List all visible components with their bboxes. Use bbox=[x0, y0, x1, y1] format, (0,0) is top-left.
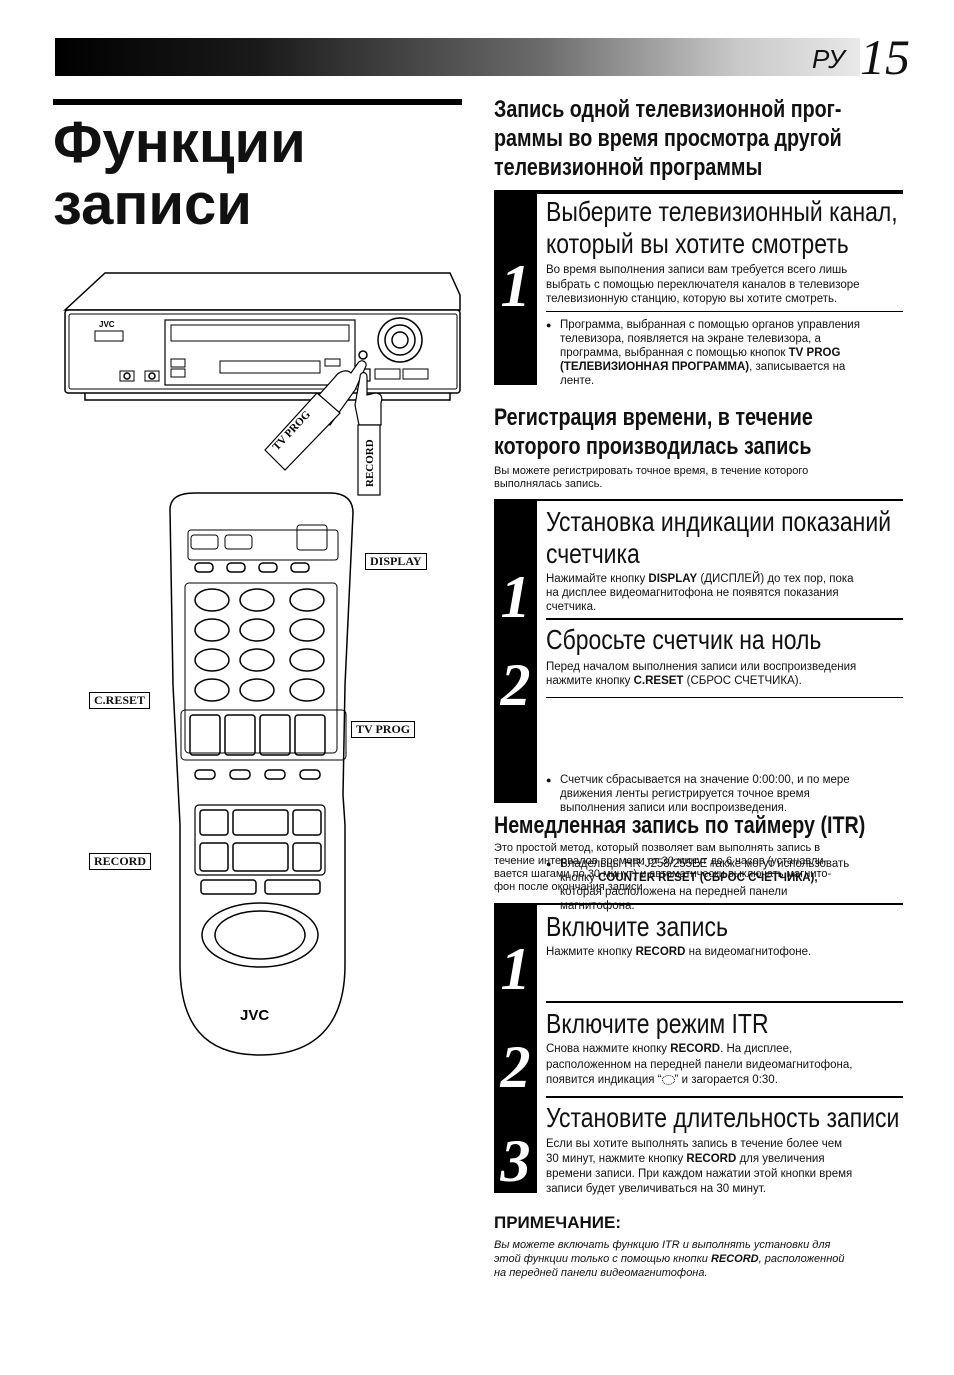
display-callout: DISPLAY bbox=[365, 553, 427, 570]
section3-step1-text: Нажмите кнопку RECORD на видеомагнитофон… bbox=[546, 946, 812, 958]
itr-indicator-icon bbox=[661, 1074, 675, 1085]
section3-heading: Немедленная запись по таймеру (ITR) bbox=[494, 812, 866, 839]
section2-step-rule bbox=[546, 618, 903, 620]
note-text: Вы можете включать функцию ITR и выполня… bbox=[494, 1239, 845, 1279]
section1-divider bbox=[546, 311, 903, 312]
step-number: 1 bbox=[500, 564, 531, 630]
page-number: 15 bbox=[860, 29, 910, 85]
language-code: РУ bbox=[812, 44, 845, 74]
section3-step1-title: Включите запись bbox=[546, 911, 728, 942]
section2-intro: Вы можете регистрировать точное время, в… bbox=[494, 465, 809, 490]
title-rule bbox=[53, 99, 462, 105]
section2-divider bbox=[546, 697, 903, 698]
section3-step3-text: Если вы хотите выполнять запись в течени… bbox=[546, 1138, 853, 1195]
step-number: 3 bbox=[500, 1128, 531, 1194]
section3-step2-text: Снова нажмите кнопку RECORD. На дисплее,… bbox=[546, 1043, 853, 1086]
note-heading: ПРИМЕЧАНИЕ: bbox=[494, 1213, 621, 1232]
section1-step1-title: Выберите телевизионный канал, который вы… bbox=[546, 196, 898, 259]
step-number: 2 bbox=[500, 652, 531, 718]
vcr-remote-illustration: JVC TV PROG RECORD bbox=[63, 272, 461, 1056]
section3-rule bbox=[494, 903, 903, 905]
section1-rule bbox=[494, 190, 903, 194]
section3-intro: Это простой метод, который позволяет вам… bbox=[494, 842, 832, 893]
record-vcr-label: RECORD bbox=[364, 439, 376, 487]
section2-step1-text: Нажимайте кнопку DISPLAY (ДИСПЛЕЙ) до те… bbox=[546, 573, 854, 613]
section1-step1-text: Во время выполнения записи вам требуется… bbox=[546, 264, 860, 305]
step-number: 1 bbox=[500, 936, 531, 1002]
step-number: 2 bbox=[500, 1034, 531, 1100]
vcr-brand-text: JVC bbox=[99, 320, 115, 329]
step-number: 1 bbox=[500, 253, 531, 319]
section3-step-rule-2 bbox=[546, 1096, 903, 1098]
vcr-record-hand: RECORD bbox=[354, 371, 383, 496]
remote-illustration: JVC bbox=[169, 492, 354, 1056]
section1-heading: Запись одной телевизионной прог- раммы в… bbox=[494, 96, 842, 181]
section1-step1-bar: 1 bbox=[494, 192, 537, 385]
vcr-illustration: JVC bbox=[63, 272, 461, 401]
c-reset-callout: C.RESET bbox=[89, 692, 151, 709]
remote-brand-text: JVC bbox=[240, 1007, 269, 1024]
section3-steps-bar: 1 2 3 bbox=[494, 905, 537, 1194]
section2-rule bbox=[494, 499, 903, 501]
section1-note: Программа, выбранная с помощью органов у… bbox=[546, 318, 910, 388]
section3-step3-title: Установите длительность записи bbox=[546, 1102, 900, 1133]
section2-note-1: Счетчик сбрасывается на значение 0:00:00… bbox=[546, 773, 910, 815]
page-title: Функции записи bbox=[53, 110, 306, 237]
section2-step2-text: Перед началом выполнения записи или восп… bbox=[546, 661, 857, 687]
record-remote-callout: RECORD bbox=[89, 853, 152, 870]
section3-step-rule-1 bbox=[546, 1001, 903, 1003]
section3-step2-title: Включите режим ITR bbox=[546, 1008, 769, 1039]
section2-steps-bar: 1 2 bbox=[494, 501, 537, 803]
section2-step1-title: Установка индикации показаний счетчика bbox=[546, 506, 892, 569]
header-bar bbox=[55, 38, 860, 76]
tv-prog-remote-callout: TV PROG bbox=[351, 721, 416, 738]
section2-heading: Регистрация времени, в течение которого … bbox=[494, 404, 813, 460]
section2-step2-title: Сбросьте счетчик на ноль bbox=[546, 624, 822, 655]
